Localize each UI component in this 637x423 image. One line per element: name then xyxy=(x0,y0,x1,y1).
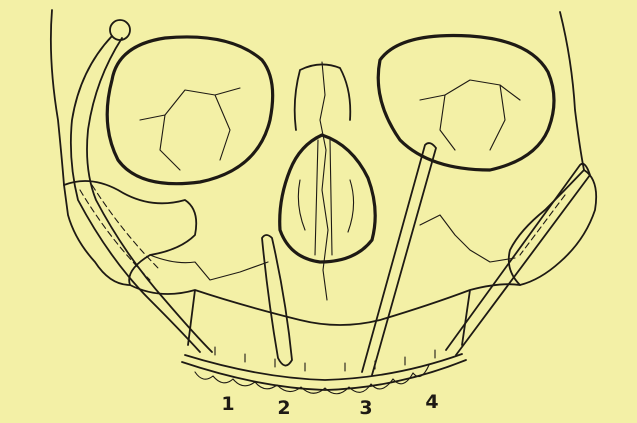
nasal-septum xyxy=(297,139,355,256)
dental-arch xyxy=(184,353,463,381)
orbit-fracture-lines xyxy=(139,79,521,171)
label-wire-2: 2 xyxy=(277,397,291,419)
wire-3 xyxy=(361,142,437,376)
teeth-row xyxy=(194,364,430,395)
wire-1 xyxy=(69,35,213,353)
nasal-aperture xyxy=(278,133,377,264)
fracture-line xyxy=(149,214,516,281)
arch-bar-lugs xyxy=(214,346,436,372)
arch-bar xyxy=(181,359,467,391)
wire-1-eyelet xyxy=(109,19,131,41)
wire-2 xyxy=(261,234,293,367)
label-wire-1: 1 xyxy=(221,393,235,415)
wire-4 xyxy=(445,162,591,356)
skull-outline xyxy=(49,9,585,186)
wire-4-dashed xyxy=(519,194,566,256)
left-zygoma xyxy=(63,180,198,286)
maxilla-outline xyxy=(129,283,521,346)
left-orbit xyxy=(105,35,275,186)
label-wire-4: 4 xyxy=(425,391,439,413)
nasal-bones xyxy=(293,63,352,131)
right-orbit xyxy=(376,33,556,172)
label-wire-3: 3 xyxy=(359,397,373,419)
nasal-suture xyxy=(319,61,329,301)
wire-1-dashed xyxy=(79,184,161,281)
